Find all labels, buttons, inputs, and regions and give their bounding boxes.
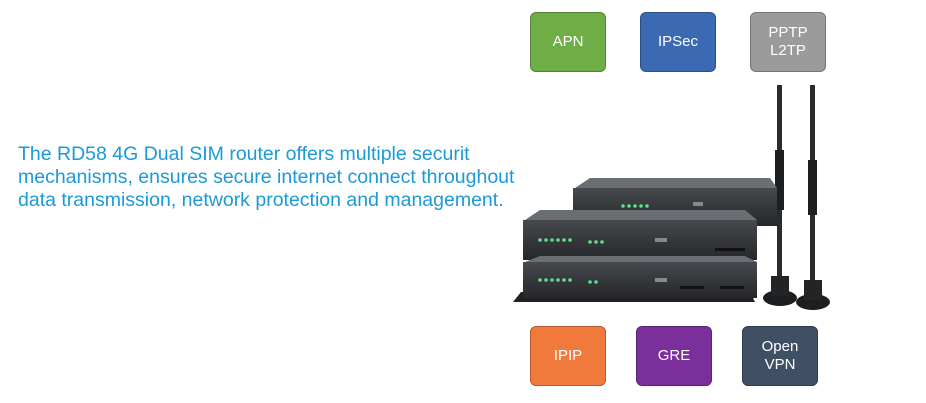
apn-tile: APN: [530, 12, 606, 72]
ipsec-tile: IPSec: [640, 12, 716, 72]
openvpn-tile: Open VPN: [742, 326, 818, 386]
antenna-right: [796, 85, 830, 310]
gre-tile: GRE: [636, 326, 712, 386]
description-text: The RD58 4G Dual SIM router offers multi…: [18, 143, 515, 211]
router-stack-image: [513, 85, 830, 310]
router-bottom: [513, 256, 757, 302]
router-middle: [523, 210, 757, 260]
product-description: The RD58 4G Dual SIM router offers multi…: [18, 143, 518, 212]
description-period: .: [498, 189, 504, 211]
antenna-left: [763, 85, 797, 306]
pptp-l2tp-tile: PPTP L2TP: [750, 12, 826, 72]
ipip-tile: IPIP: [530, 326, 606, 386]
